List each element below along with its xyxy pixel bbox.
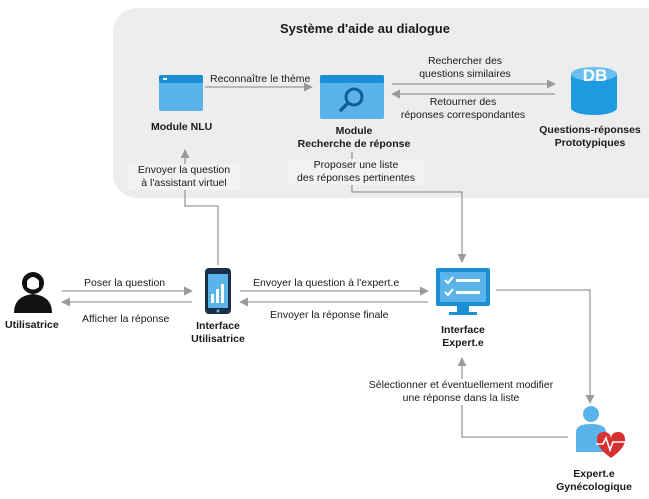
system-title: Système d'aide au dialogue <box>280 21 450 36</box>
edge-label-ask-question: Poser la question <box>84 277 166 289</box>
edge-label-send-to-expert: Envoyer la question à l'expert.e <box>253 277 400 289</box>
edge-label-show-answer: Afficher la réponse <box>82 313 170 325</box>
edge-label-select-modify: Sélectionner et éventuellement modifier … <box>354 379 568 405</box>
edge-label-search-similar: Rechercher des questions similaires <box>419 55 511 80</box>
smartphone-icon <box>205 268 231 314</box>
browser-window-icon <box>159 75 203 111</box>
edge-label-return-answers: Retourner des réponses correspondantes <box>400 96 526 121</box>
user-label: Utilisatrice <box>5 319 59 331</box>
db-icon-text: DB <box>582 66 608 85</box>
doctor-heartbeat-icon <box>576 406 626 458</box>
monitor-checklist-icon <box>436 268 490 315</box>
edge-label-propose-list: Proposer une liste des réponses pertinen… <box>288 159 424 185</box>
person-icon <box>14 272 52 313</box>
expert-label: Expert.e Gynécologique <box>556 468 632 493</box>
search-module-label: Module Recherche de réponse <box>297 125 411 150</box>
magnifier-window-icon <box>320 75 384 119</box>
nlu-module-label: Module NLU <box>151 121 213 133</box>
edge-label-send-final: Envoyer la réponse finale <box>270 309 389 321</box>
expert-interface-label: Interface Expert.e <box>441 324 485 349</box>
edge-to-expert <box>496 289 595 404</box>
user-interface-label: Interface Utilisatrice <box>191 320 245 345</box>
edge-label-send-to-assistant: Envoyer la question à l'assistant virtue… <box>128 164 240 190</box>
edge-label-recognize-theme: Reconnaître le thème <box>210 73 311 85</box>
database-icon <box>571 67 617 115</box>
db-label: Questions-réponses Prototypiques <box>539 124 641 149</box>
